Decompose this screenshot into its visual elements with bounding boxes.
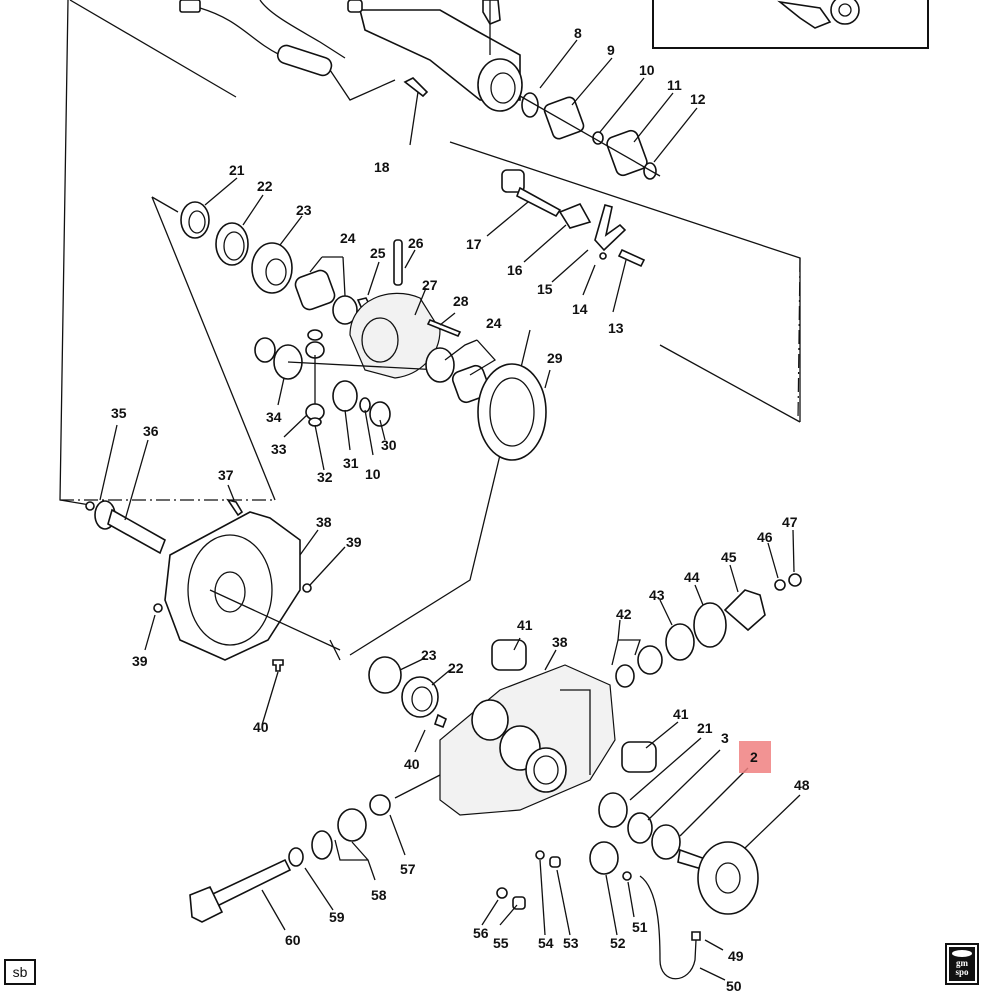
callout-41[interactable]: 41 <box>517 617 533 633</box>
callout-13[interactable]: 13 <box>608 320 624 336</box>
callout-50[interactable]: 50 <box>726 978 742 994</box>
callout-37[interactable]: 37 <box>218 467 234 483</box>
callout-47[interactable]: 47 <box>782 514 798 530</box>
callout-33[interactable]: 33 <box>271 441 287 457</box>
callout-3[interactable]: 3 <box>721 730 729 746</box>
callout-26[interactable]: 26 <box>408 235 424 251</box>
callout-49[interactable]: 49 <box>728 948 744 964</box>
callout-23[interactable]: 23 <box>296 202 312 218</box>
logo-text-bottom: spo <box>955 967 969 977</box>
callout-58[interactable]: 58 <box>371 887 387 903</box>
callout-48[interactable]: 48 <box>794 777 810 793</box>
side-cover-group <box>85 498 341 672</box>
callout-22[interactable]: 22 <box>448 660 464 676</box>
inset-view <box>652 0 929 49</box>
callout-24[interactable]: 24 <box>486 315 502 331</box>
callout-40[interactable]: 40 <box>253 719 269 735</box>
callout-32[interactable]: 32 <box>317 469 333 485</box>
callout-40[interactable]: 40 <box>404 756 420 772</box>
callout-38[interactable]: 38 <box>316 514 332 530</box>
callout-36[interactable]: 36 <box>143 423 159 439</box>
callout-60[interactable]: 60 <box>285 932 301 948</box>
callout-46[interactable]: 46 <box>757 529 773 545</box>
callout-44[interactable]: 44 <box>684 569 700 585</box>
logo-oval-icon <box>952 950 972 957</box>
sb-badge: sb <box>4 959 36 985</box>
callout-51[interactable]: 51 <box>632 919 648 935</box>
callout-29[interactable]: 29 <box>547 350 563 366</box>
callout-35[interactable]: 35 <box>111 405 127 421</box>
callout-12[interactable]: 12 <box>690 91 706 107</box>
sb-badge-text: sb <box>12 964 28 980</box>
callout-54[interactable]: 54 <box>538 935 554 951</box>
callout-59[interactable]: 59 <box>329 909 345 925</box>
callout-52[interactable]: 52 <box>610 935 626 951</box>
callout-53[interactable]: 53 <box>563 935 579 951</box>
callout-14[interactable]: 14 <box>572 301 588 317</box>
callout-34[interactable]: 34 <box>266 409 282 425</box>
callout-25[interactable]: 25 <box>370 245 386 261</box>
callout-10[interactable]: 10 <box>365 466 381 482</box>
callout-15[interactable]: 15 <box>537 281 553 297</box>
callout-16[interactable]: 16 <box>507 262 523 278</box>
leader-lines <box>99 39 801 981</box>
highlight-box <box>739 741 771 773</box>
callout-55[interactable]: 55 <box>493 935 509 951</box>
callout-10[interactable]: 10 <box>639 62 655 78</box>
differential-group <box>180 201 547 461</box>
parts-8-12 <box>519 92 661 180</box>
callout-39[interactable]: 39 <box>132 653 148 669</box>
main-housing-group <box>189 573 802 980</box>
callout-56[interactable]: 56 <box>473 925 489 941</box>
callout-39[interactable]: 39 <box>346 534 362 550</box>
callout-22[interactable]: 22 <box>257 178 273 194</box>
callout-28[interactable]: 28 <box>453 293 469 309</box>
callout-45[interactable]: 45 <box>721 549 737 565</box>
logo-text: gm spo <box>952 959 972 977</box>
callout-17[interactable]: 17 <box>466 236 482 252</box>
callout-9[interactable]: 9 <box>607 42 615 58</box>
callout-21[interactable]: 21 <box>229 162 245 178</box>
callout-21[interactable]: 21 <box>697 720 713 736</box>
callout-38[interactable]: 38 <box>552 634 568 650</box>
top-assembly <box>179 0 523 112</box>
parts-13-17 <box>501 169 646 268</box>
callout-43[interactable]: 43 <box>649 587 665 603</box>
callout-27[interactable]: 27 <box>422 277 438 293</box>
callout-41[interactable]: 41 <box>673 706 689 722</box>
callout-labels: 8 9 10 11 12 13 14 15 16 17 18 21 22 23 … <box>111 25 810 994</box>
logo-background: gm spo <box>949 947 975 981</box>
reference-lines <box>59 0 801 661</box>
callout-42[interactable]: 42 <box>616 606 632 622</box>
callout-31[interactable]: 31 <box>343 455 359 471</box>
callout-2[interactable]: 2 <box>750 749 758 765</box>
callout-30[interactable]: 30 <box>381 437 397 453</box>
callout-23[interactable]: 23 <box>421 647 437 663</box>
gm-spo-logo: gm spo <box>945 943 979 985</box>
callout-57[interactable]: 57 <box>400 861 416 877</box>
callout-18[interactable]: 18 <box>374 159 390 175</box>
logo-text-top: gm <box>956 958 968 968</box>
callout-24[interactable]: 24 <box>340 230 356 246</box>
callout-11[interactable]: 11 <box>667 77 682 93</box>
callout-8[interactable]: 8 <box>574 25 582 41</box>
